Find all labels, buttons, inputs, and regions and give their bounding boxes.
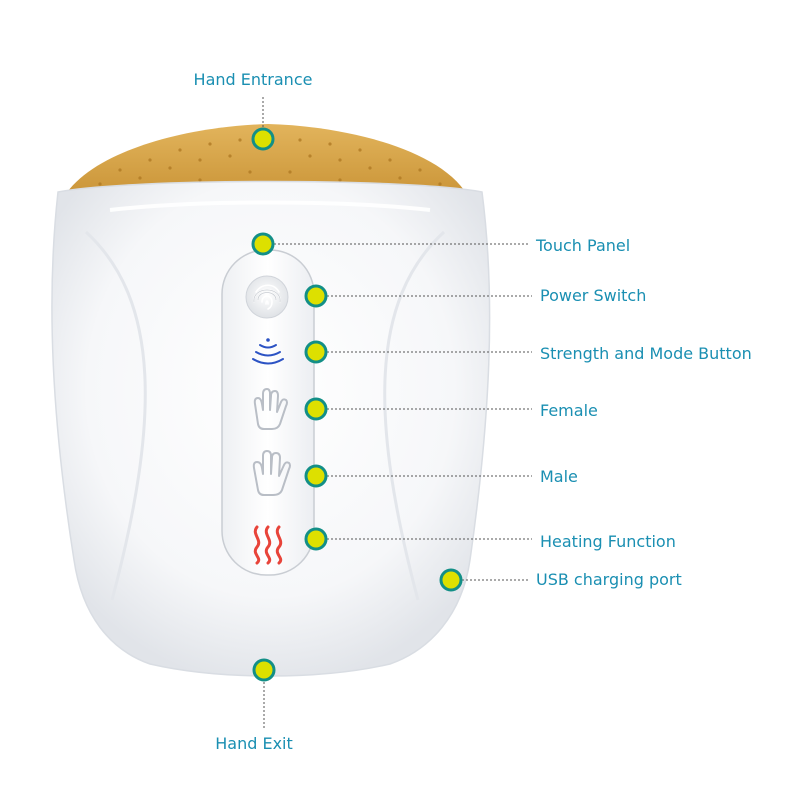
label-hand-exit: Hand Exit <box>215 734 293 753</box>
body-contour-right <box>383 230 446 601</box>
hand-entrance-cushion <box>62 124 470 200</box>
label-female: Female <box>540 401 598 420</box>
body-contour-left <box>84 230 147 601</box>
marker-power-switch <box>304 284 328 308</box>
marker-touch-panel <box>251 232 275 256</box>
marker-hand-entrance <box>251 127 275 151</box>
marker-usb <box>439 568 463 592</box>
marker-hand-exit <box>252 658 276 682</box>
label-male: Male <box>540 467 578 486</box>
marker-heating <box>304 527 328 551</box>
label-heating: Heating Function <box>540 532 676 551</box>
body-highlight <box>109 200 431 212</box>
hand-icon[interactable] <box>253 388 288 430</box>
cushion-dots <box>98 138 442 190</box>
label-strength-mode: Strength and Mode Button <box>540 344 752 363</box>
marker-male <box>304 464 328 488</box>
marker-female <box>304 397 328 421</box>
label-hand-entrance: Hand Entrance <box>193 70 313 89</box>
fingerprint-icon[interactable] <box>245 275 289 319</box>
marker-strength <box>304 340 328 364</box>
hand-icon[interactable] <box>252 450 291 496</box>
heat-waves-icon[interactable] <box>253 525 283 565</box>
callout-markers <box>251 127 463 682</box>
label-touch-panel: Touch Panel <box>536 236 631 255</box>
wave-signal-icon[interactable] <box>252 338 284 365</box>
label-power-switch: Power Switch <box>540 286 647 305</box>
label-usb-port: USB charging port <box>536 570 682 589</box>
leader-lines <box>262 97 532 728</box>
